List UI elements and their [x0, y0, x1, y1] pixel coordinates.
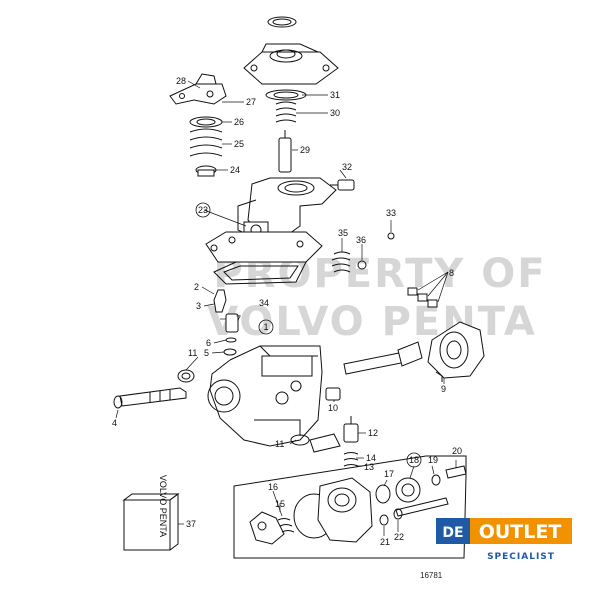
label-29: 29 [300, 145, 310, 155]
label-3: 3 [196, 301, 201, 311]
logo-prefix-box [436, 518, 470, 544]
part-labels: 31 30 29 28 27 26 25 24 32 23 33 35 36 8… [112, 76, 462, 547]
label-33: 33 [386, 208, 396, 218]
label-27: 27 [246, 97, 256, 107]
label-10: 10 [328, 403, 338, 413]
label-5: 5 [204, 348, 209, 358]
label-13: 13 [364, 462, 374, 472]
label-36: 36 [356, 235, 366, 245]
svg-text:OUTLET: OUTLET [479, 521, 562, 543]
label-1: 1 [263, 322, 268, 332]
label-23: 23 [198, 205, 208, 215]
leader-lines [115, 80, 457, 536]
label-7: 7 [236, 314, 241, 324]
label-9: 9 [441, 384, 446, 394]
label-32: 32 [342, 162, 352, 172]
de-outlet-specialist-logo: DE OUTLET SPECIALIST [436, 518, 572, 562]
volvo-penta-box: VOLVO PENTA [122, 475, 180, 551]
watermark: PROPERTY OF VOLVO PENTA [207, 251, 544, 345]
label-20: 20 [452, 446, 462, 456]
label-18: 18 [409, 455, 419, 465]
svg-text:VOLVO PENTA: VOLVO PENTA [207, 299, 537, 345]
label-21: 21 [380, 537, 390, 547]
label-6: 6 [206, 338, 211, 348]
pump-body [113, 287, 485, 467]
label-19: 19 [428, 455, 438, 465]
label-11-lower: 11 [275, 439, 284, 449]
label-16: 16 [268, 482, 278, 492]
label-26: 26 [234, 117, 244, 127]
label-31: 31 [330, 90, 340, 100]
label-17: 17 [384, 469, 394, 479]
label-8: 8 [449, 268, 454, 278]
label-28: 28 [176, 76, 186, 86]
label-25: 25 [234, 139, 244, 149]
label-2: 2 [194, 282, 199, 292]
label-11-upper: 11 [188, 348, 197, 358]
top-assembly [169, 16, 395, 285]
label-35: 35 [338, 228, 348, 238]
label-24: 24 [230, 165, 240, 175]
svg-text:DE: DE [442, 525, 463, 541]
lower-assembly [233, 455, 467, 559]
label-4: 4 [112, 418, 117, 428]
label-30: 30 [330, 108, 340, 118]
label-12: 12 [368, 428, 378, 438]
label-15: 15 [275, 499, 285, 509]
svg-text:VOLVO PENTA: VOLVO PENTA [158, 475, 168, 537]
logo-main-box [470, 518, 572, 544]
label-22: 22 [394, 532, 404, 542]
label-14: 14 [366, 453, 376, 463]
figure-number: 16781 [420, 571, 443, 580]
label-37: 37 [186, 519, 196, 529]
label-34: 34 [259, 298, 269, 308]
svg-text:SPECIALIST: SPECIALIST [487, 552, 555, 562]
